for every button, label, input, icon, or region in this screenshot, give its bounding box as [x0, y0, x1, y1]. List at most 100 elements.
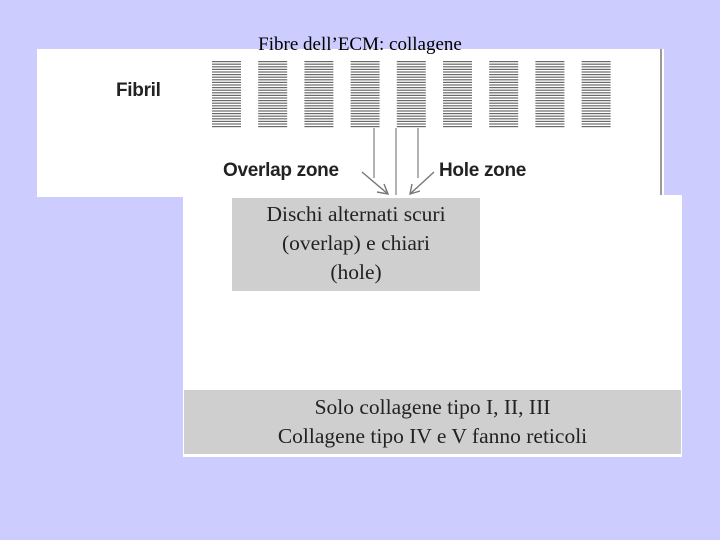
types-line-2: Collagene tipo IV e V fanno reticoli [184, 422, 681, 451]
fibril-band [258, 61, 287, 127]
band-stripe [351, 126, 380, 127]
fibril-label: Fibril [116, 80, 161, 102]
band-stripe [397, 69, 426, 70]
band-stripe [397, 113, 426, 114]
band-stripe [304, 103, 333, 104]
band-stripe [489, 110, 518, 111]
band-stripe [489, 113, 518, 114]
band-stripe [582, 90, 611, 91]
hole-zone-label: Hole zone [439, 160, 526, 182]
band-stripe [535, 100, 564, 101]
band-stripe [489, 69, 518, 70]
band-stripe [489, 118, 518, 119]
band-stripe [489, 126, 518, 127]
band-stripe [443, 69, 472, 70]
band-stripe [535, 82, 564, 83]
band-stripe [535, 74, 564, 75]
band-stripe [397, 118, 426, 119]
band-stripe [535, 118, 564, 119]
band-stripe [212, 84, 241, 85]
band-stripe [582, 87, 611, 88]
band-stripe [582, 79, 611, 80]
band-stripe [443, 84, 472, 85]
band-stripe [212, 77, 241, 78]
band-stripe [351, 79, 380, 80]
band-stripe [304, 97, 333, 98]
band-stripe [443, 77, 472, 78]
band-stripe [489, 71, 518, 72]
band-stripe [535, 69, 564, 70]
band-stripe [489, 64, 518, 65]
band-stripe [351, 90, 380, 91]
band-stripe [258, 77, 287, 78]
description-line-3: (hole) [232, 258, 480, 287]
band-stripe [489, 123, 518, 124]
band-stripe [397, 66, 426, 67]
band-stripe [304, 74, 333, 75]
band-stripe [212, 123, 241, 124]
band-stripe [304, 105, 333, 106]
band-stripe [489, 90, 518, 91]
band-stripe [304, 123, 333, 124]
band-stripe [582, 105, 611, 106]
band-stripe [304, 64, 333, 65]
band-stripe [351, 100, 380, 101]
band-stripe [351, 64, 380, 65]
band-stripe [258, 97, 287, 98]
band-stripe [582, 97, 611, 98]
band-stripe [443, 82, 472, 83]
band-stripe [582, 69, 611, 70]
band-stripe [258, 90, 287, 91]
band-stripe [443, 95, 472, 96]
band-stripe [258, 79, 287, 80]
band-stripe [351, 87, 380, 88]
band-stripe [212, 118, 241, 119]
band-stripe [582, 66, 611, 67]
band-stripe [489, 87, 518, 88]
band-stripe [397, 121, 426, 122]
band-stripe [212, 103, 241, 104]
band-stripe [535, 123, 564, 124]
band-stripe [535, 90, 564, 91]
band-stripe [489, 77, 518, 78]
band-stripe [351, 71, 380, 72]
band-stripe [212, 121, 241, 122]
band-stripe [397, 74, 426, 75]
band-stripe [535, 97, 564, 98]
band-stripe [258, 108, 287, 109]
band-stripe [212, 79, 241, 80]
band-stripe [443, 113, 472, 114]
band-stripe [304, 95, 333, 96]
band-stripe [212, 126, 241, 127]
band-stripe [258, 121, 287, 122]
band-stripe [535, 79, 564, 80]
band-stripe [351, 110, 380, 111]
band-stripe [535, 71, 564, 72]
band-stripe [397, 116, 426, 117]
band-stripe [351, 97, 380, 98]
band-stripe [258, 123, 287, 124]
band-stripe [351, 116, 380, 117]
band-stripe [304, 77, 333, 78]
band-stripe [489, 100, 518, 101]
band-stripe [443, 92, 472, 93]
band-stripe [582, 64, 611, 65]
band-stripe [535, 108, 564, 109]
band-stripe [351, 113, 380, 114]
band-stripe [304, 69, 333, 70]
types-line-1: Solo collagene tipo I, II, III [184, 393, 681, 422]
band-stripe [304, 118, 333, 119]
description-line-2: (overlap) e chiari [232, 229, 480, 258]
band-stripe [258, 82, 287, 83]
fibril-band [535, 61, 564, 127]
band-stripe [304, 126, 333, 127]
band-stripe [443, 61, 472, 62]
band-stripe [582, 84, 611, 85]
band-stripe [397, 92, 426, 93]
band-stripe [582, 123, 611, 124]
band-stripe [397, 71, 426, 72]
band-stripe [212, 110, 241, 111]
band-stripe [397, 105, 426, 106]
band-stripe [443, 108, 472, 109]
band-stripe [443, 71, 472, 72]
